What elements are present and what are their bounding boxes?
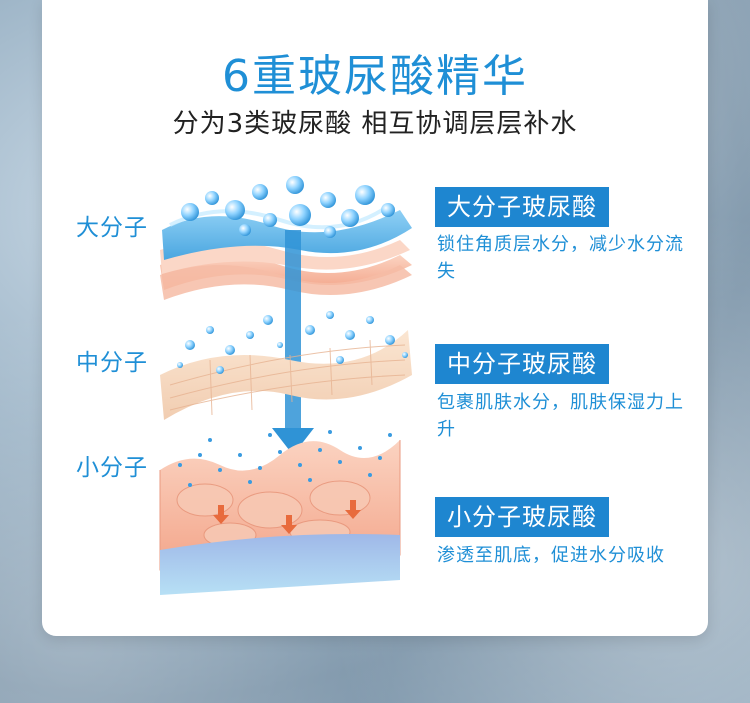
label-small-molecule: 小分子	[76, 455, 148, 481]
desc-large-molecule: 锁住角质层水分，减少水分流失	[437, 234, 684, 282]
desc-small-molecule: 渗透至肌底，促进水分吸收	[437, 545, 665, 566]
page-subtitle: 分为3类玻尿酸 相互协调层层补水	[172, 109, 578, 139]
middle-skin-layer	[160, 330, 412, 420]
label-large-molecule: 大分子	[76, 215, 148, 241]
small-molecule-bubbles	[178, 430, 392, 487]
large-molecule-bubbles	[181, 176, 395, 238]
medium-molecule-bubbles	[177, 311, 408, 374]
label-medium-molecule: 中分子	[76, 350, 148, 376]
tag-small-molecule-hyaluronic: 小分子玻尿酸	[435, 497, 609, 537]
bottom-skin-block	[159, 440, 401, 595]
tag-medium-molecule-hyaluronic: 中分子玻尿酸	[435, 344, 609, 384]
desc-medium-molecule: 包裹肌肤水分，肌肤保湿力上升	[437, 392, 684, 440]
page-title: 6重玻尿酸精华	[222, 51, 528, 102]
skin-layers-diagram	[159, 176, 412, 595]
tag-large-molecule-hyaluronic: 大分子玻尿酸	[435, 187, 609, 227]
